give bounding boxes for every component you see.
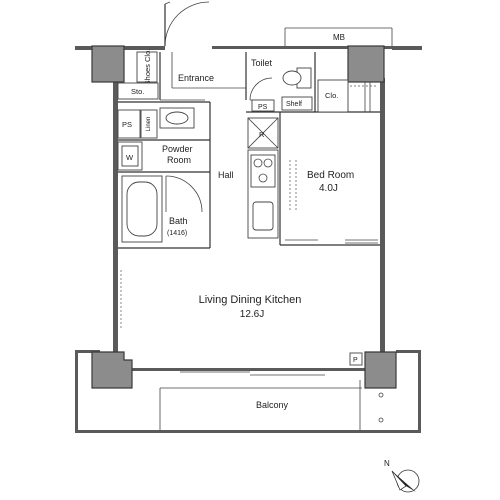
- p-box: [349, 352, 363, 366]
- ps-toilet-label: PS: [258, 104, 268, 111]
- column-bottom-left: [91, 351, 133, 389]
- closet-box: [317, 79, 349, 113]
- clo-label: Clo.: [325, 91, 338, 100]
- ps-left-label: PS: [122, 120, 132, 129]
- ps-toilet-box: [251, 99, 275, 112]
- kitchen: [247, 112, 281, 245]
- shelf-box: [281, 96, 313, 111]
- balcony: Balcony: [256, 392, 384, 423]
- bed-room-label: Bed Room: [307, 170, 354, 181]
- bath-label: Bath: [169, 216, 188, 226]
- w-label: W: [126, 153, 134, 162]
- kitchen-sink: [252, 201, 274, 231]
- toilet-label: Toilet: [251, 58, 273, 68]
- bed-room: Bed Room 4.0J: [280, 160, 380, 246]
- washer-inner: [121, 145, 139, 167]
- storage: [117, 82, 159, 100]
- r-label: R: [259, 130, 265, 139]
- north-label: N: [384, 459, 390, 468]
- ldk-size-label: 12.6J: [240, 309, 264, 320]
- bathtub-inner: [126, 181, 158, 237]
- living-dining-kitchen: Living Dining Kitchen 12.6J P: [120, 270, 363, 376]
- bedroom-closet: Clo.: [317, 79, 378, 113]
- powder-room-label-1: Powder: [162, 144, 193, 154]
- hall: Hall R: [218, 117, 279, 180]
- toilet-room: Toilet PS Shelf: [245, 52, 380, 113]
- balcony-label: Balcony: [256, 400, 289, 410]
- sto-label: Sto.: [131, 87, 144, 96]
- linen-label: Linen: [146, 117, 152, 132]
- toilet-bowl: [282, 70, 302, 86]
- p-label: P: [353, 357, 358, 364]
- mb-area: MB: [284, 27, 393, 49]
- ps-left-box: [117, 109, 141, 139]
- linen-box: [140, 109, 158, 139]
- shoes-clo-label: Shoes Clo.: [143, 49, 152, 86]
- bath-room: Bath (1416): [118, 175, 210, 249]
- ldk-label: Living Dining Kitchen: [199, 294, 302, 306]
- vanity-sink: [165, 111, 189, 125]
- column-top-left: [91, 45, 125, 83]
- mb-label: MB: [333, 33, 345, 42]
- powder-room-label-2: Room: [167, 155, 191, 165]
- hall-label: Hall: [218, 170, 234, 180]
- entrance-label: Entrance: [178, 73, 214, 83]
- structural-columns: [91, 45, 397, 389]
- compass: N: [384, 459, 420, 493]
- column-top-right: [347, 45, 385, 83]
- powder-room: PS Linen Powder Powder Room Room W: [117, 102, 211, 248]
- north-arrow-icon: [391, 469, 420, 493]
- entrance-area: Shoes Clo. Entrance Sto.: [117, 1, 246, 103]
- bed-size-label: 4.0J: [319, 183, 338, 194]
- shelf-label: Shelf: [286, 101, 302, 108]
- bath-size-label: (1416): [167, 230, 187, 237]
- column-bottom-right: [364, 351, 397, 389]
- shoes-closet: [136, 51, 158, 83]
